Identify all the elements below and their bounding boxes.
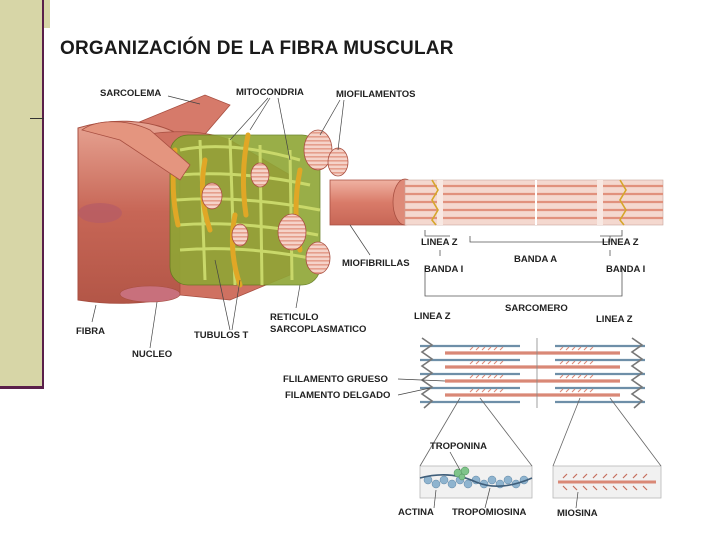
muscle-fiber [77,94,349,304]
z-line-right [619,179,627,226]
myofibril-ends [201,129,349,275]
sidebar-tick [30,118,44,119]
label-sarcolema: SARCOLEMA [100,88,161,99]
z-disc-left [420,337,434,409]
label-actina: ACTINA [398,507,434,518]
label-banda-a: BANDA A [514,254,557,265]
label-linea-z-lower-right: LINEA Z [596,314,633,325]
label-miofilamentos: MIOFILAMENTOS [336,89,416,100]
leader-lines [91,95,579,509]
sarcomere-strip [404,179,664,226]
detail-zoom-lines [419,397,662,467]
label-reticulo: RETICULO [270,312,319,323]
label-sarcomero: SARCOMERO [505,303,568,314]
slide-sidebar [0,0,44,388]
thin-filaments [420,344,645,404]
page-title: ORGANIZACIÓN DE LA FIBRA MUSCULAR [60,38,454,59]
label-miofibrillas: MIOFIBRILLAS [342,258,410,269]
label-troponina: TROPONINA [430,441,487,452]
label-sarcoplasmatico: SARCOPLASMATICO [270,324,366,335]
label-banda-i-left: BANDA I [424,264,463,275]
label-banda-i-right: BANDA I [606,264,645,275]
label-nucleo: NUCLEO [132,349,172,360]
label-linea-z-upper-left: LINEA Z [421,237,458,248]
z-line-left [431,179,439,226]
label-tubulos-t: TUBULOS T [194,330,249,341]
upper-brackets [424,230,623,297]
label-filamento-delgado: FILAMENTO DELGADO [285,390,390,401]
label-fibra: FIBRA [76,326,105,337]
label-tropomiosina: TROPOMIOSINA [452,507,527,518]
z-disc-right [630,337,644,409]
label-mitocondria: MITOCONDRIA [236,87,304,98]
label-linea-z-upper-right: LINEA Z [602,237,639,248]
myofibril-rod [329,178,418,226]
actin-detail [419,465,533,499]
myosin-heads [469,346,594,393]
myosin-detail [552,465,662,499]
filament-schematic [420,337,646,409]
label-filamento-grueso: FLILAMENTO GRUESO [283,374,388,385]
troponin-complex [453,466,470,481]
fiber-nucleus-side [78,203,122,223]
nucleus-shape [119,285,181,303]
label-miosina: MIOSINA [557,508,598,519]
thick-filaments [445,351,620,397]
label-linea-z-lower-left: LINEA Z [414,311,451,322]
sidebar-bottom-rule [0,386,44,389]
